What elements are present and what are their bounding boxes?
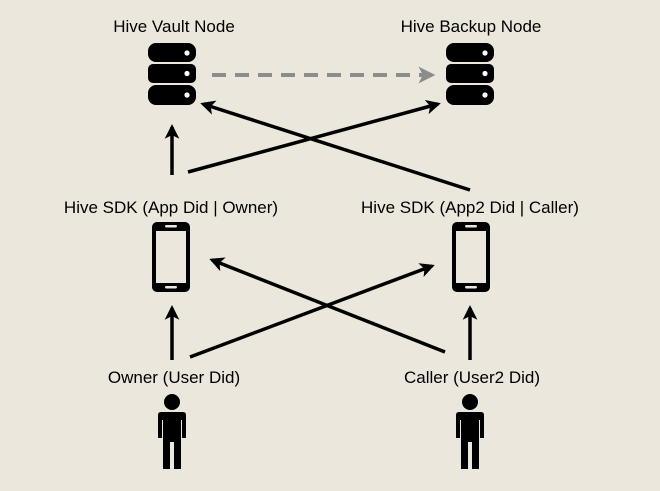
owner-label: Owner (User Did) [107, 368, 241, 387]
backup-node-label: Hive Backup Node [400, 17, 542, 36]
vault-node-label: Hive Vault Node [113, 17, 235, 36]
database-icon [446, 43, 494, 105]
smartphone-icon [152, 222, 190, 292]
sdk-caller-label: Hive SDK (App2 Did | Caller) [361, 198, 579, 217]
person-icon [158, 394, 186, 469]
edge-owner-to-sdk-caller [189, 263, 435, 359]
edge-sdk-caller-to-vault [200, 100, 471, 192]
caller-label: Caller (User2 Did) [403, 368, 541, 387]
smartphone-icon [452, 222, 490, 292]
database-icon [148, 43, 196, 105]
sdk-owner-label: Hive SDK (App Did | Owner) [63, 198, 279, 217]
edge-caller-to-sdk-owner [209, 257, 446, 354]
person-icon [456, 394, 484, 469]
